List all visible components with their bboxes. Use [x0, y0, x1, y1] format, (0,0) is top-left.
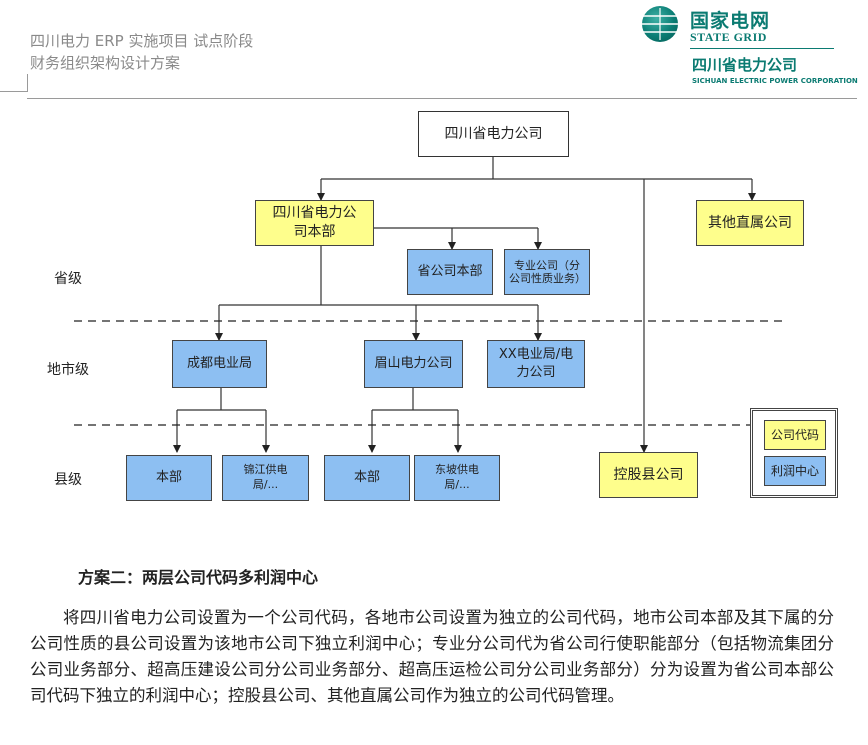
document-header-title: 四川电力 ERP 实施项目 试点阶段: [30, 32, 254, 50]
level-label-city: 地市级: [47, 362, 89, 378]
org-node-meishan: 眉山电力公司: [364, 340, 463, 388]
org-node-hq: 四川省电力公司本部: [255, 200, 374, 246]
org-node-meishan-hq: 本部: [324, 455, 410, 501]
org-node-chengdu-hq: 本部: [126, 455, 212, 501]
level-label-county: 县级: [54, 472, 82, 488]
legend-company-code: 公司代码: [764, 420, 826, 450]
state-grid-globe-icon: [642, 6, 678, 42]
org-node-jinjiang: 锦江供电局/...: [222, 455, 309, 501]
header-rule-left: [0, 91, 27, 92]
org-node-xx-bureau: XX电业局/电力公司: [487, 340, 585, 388]
logo-sub-en: SICHUAN ELECTRIC POWER CORPORATION: [692, 77, 858, 85]
logo-sub-cn: 四川省电力公司: [692, 56, 798, 74]
org-chart-connectors: [74, 157, 786, 453]
level-label-province: 省级: [54, 271, 82, 287]
logo-divider: [690, 48, 834, 49]
state-grid-logo: 国家电网 STATE GRID 四川省电力公司 SICHUAN ELECTRIC…: [640, 4, 858, 92]
org-node-hq-dept: 省公司本部: [407, 249, 493, 295]
org-node-holding-county: 控股县公司: [599, 452, 698, 498]
scheme-description: 将四川省电力公司设置为一个公司代码，各地市公司设置为独立的公司代码，地市公司本部…: [30, 608, 834, 705]
document-header-subtitle: 财务组织架构设计方案: [30, 54, 181, 72]
org-node-root: 四川省电力公司: [418, 111, 569, 157]
scheme-title: 方案二：两层公司代码多利润中心: [78, 568, 319, 587]
org-node-chengdu: 成都电业局: [172, 340, 267, 388]
org-node-dongpo: 东坡供电局/...: [414, 455, 500, 501]
legend-box: 公司代码 利润中心: [750, 408, 838, 498]
header-rule-tick: [27, 74, 28, 92]
logo-en-name: STATE GRID: [690, 30, 767, 44]
header-rule: [27, 98, 857, 99]
org-node-special-branch: 专业公司（分公司性质业务）: [504, 249, 590, 295]
org-node-other-direct: 其他直属公司: [696, 200, 804, 246]
logo-cn-name: 国家电网: [690, 10, 771, 32]
legend-profit-center: 利润中心: [764, 456, 826, 486]
